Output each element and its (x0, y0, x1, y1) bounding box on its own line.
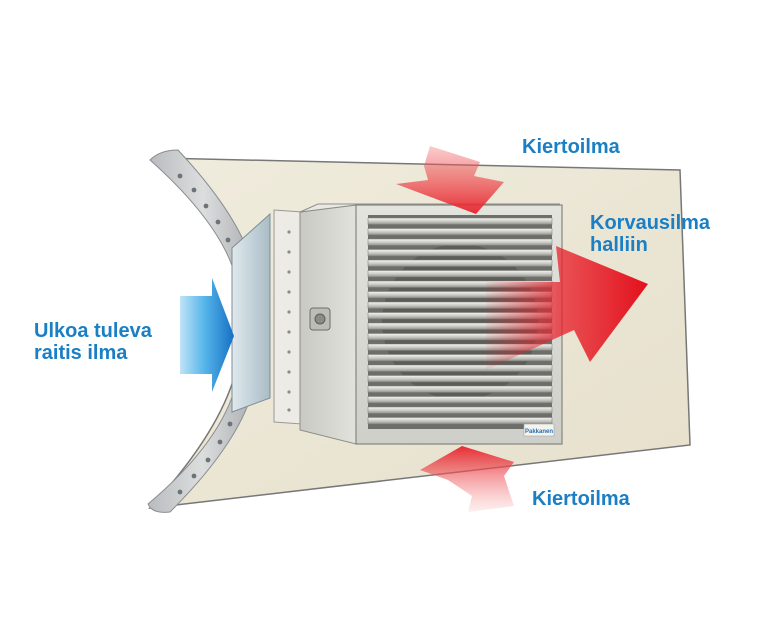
mounting-frame (273, 209, 303, 425)
fresh-air-arrow-icon (180, 278, 234, 392)
louver-slat (367, 354, 553, 362)
louver-slat (367, 228, 553, 236)
latch (309, 307, 331, 331)
louver-grille (367, 217, 553, 425)
recirculation-bottom-arrow-icon (420, 446, 514, 512)
label-recirculation-bottom: Kiertoilma (532, 488, 630, 510)
louver-slat (367, 406, 553, 414)
unit-logo-plate: Pakkanen (523, 423, 555, 437)
louver-slat (367, 259, 553, 267)
label-outdoor-air: Ulkoa tuleva raitis ilma (34, 320, 152, 364)
louver-slat (367, 364, 553, 372)
label-recirculation-top: Kiertoilma (522, 136, 620, 158)
label-supply-air: Korvausilma halliin (590, 212, 711, 256)
louver-slat (367, 270, 553, 278)
louver-slat (367, 217, 553, 225)
louver-slat (367, 396, 553, 404)
intake-filter (231, 212, 271, 413)
louver-slat (367, 238, 553, 246)
recirculation-top-arrow-icon (396, 146, 504, 214)
louver-slat (367, 343, 553, 351)
louver-slat (367, 375, 553, 383)
louver-slat (367, 385, 553, 393)
louver-slat (367, 417, 553, 425)
supply-air-arrow-icon (486, 246, 648, 370)
louver-slat (367, 249, 553, 257)
unit-logo-text: Pakkanen (525, 429, 553, 435)
